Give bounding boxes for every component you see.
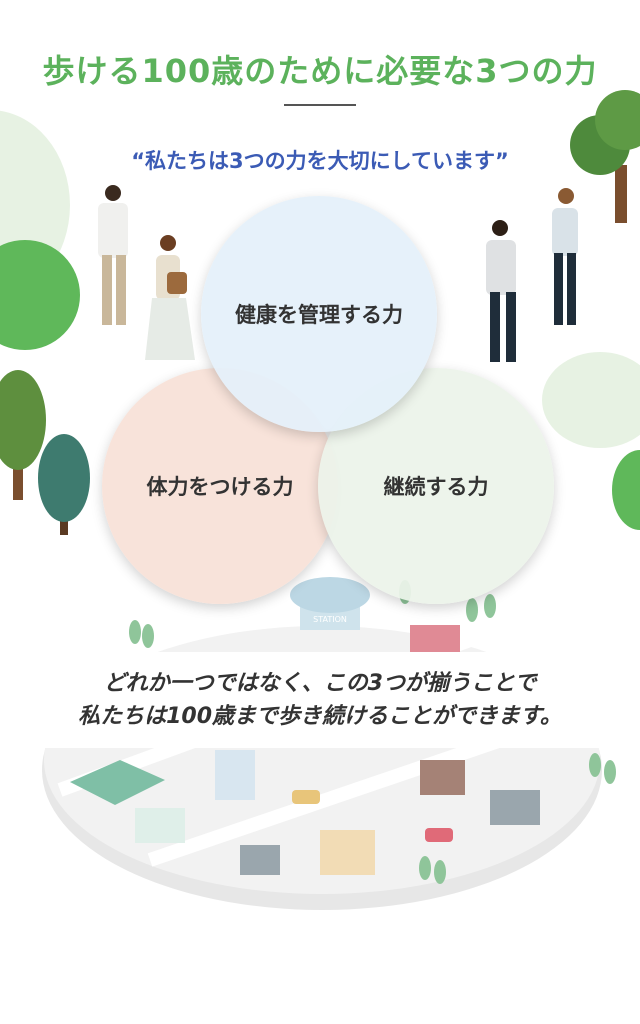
city-shop — [135, 808, 185, 843]
city-station: STATION — [290, 577, 370, 630]
city-building-red — [410, 625, 460, 655]
title-divider — [284, 104, 356, 106]
summary-message: どれか一つではなく、この3つが揃うことで 私たちは100歳まで歩き続けることがで… — [30, 652, 610, 748]
city-house-3 — [240, 845, 280, 875]
person-man-right — [486, 220, 516, 362]
summary-line-2: 私たちは100歳まで歩き続けることができます。 — [78, 704, 562, 729]
continuity-label: 継続する力 — [383, 475, 489, 499]
city-bank — [215, 750, 255, 800]
summary-line-1: どれか一つではなく、この3つが揃うことで — [103, 671, 537, 696]
svg-text:STATION: STATION — [313, 615, 347, 624]
person-woman-left — [145, 235, 195, 360]
city-park — [70, 760, 165, 805]
left-green-blob — [0, 240, 80, 350]
physical-strength-label: 体力をつける力 — [146, 475, 294, 499]
city-house-2 — [490, 790, 540, 825]
city-hospital — [320, 830, 375, 875]
health-management-label: 健康を管理する力 — [235, 303, 403, 327]
city-car-red — [425, 828, 453, 842]
city-house-1 — [420, 760, 465, 795]
person-woman-right — [552, 188, 578, 325]
health-management-circle: 健康を管理する力 — [201, 196, 437, 432]
quote-text: “私たちは3つの力を大切にしています” — [131, 149, 509, 173]
city-car-yellow — [292, 790, 320, 804]
tree-left-1 — [0, 370, 46, 500]
tree-top-right — [570, 90, 640, 223]
tree-left-2 — [38, 434, 90, 535]
right-pale-blob — [542, 352, 640, 448]
page-title: 歩ける100歳のために必要な3つの力 — [42, 52, 598, 90]
right-green-blob — [612, 450, 640, 530]
person-man-left — [98, 185, 128, 325]
